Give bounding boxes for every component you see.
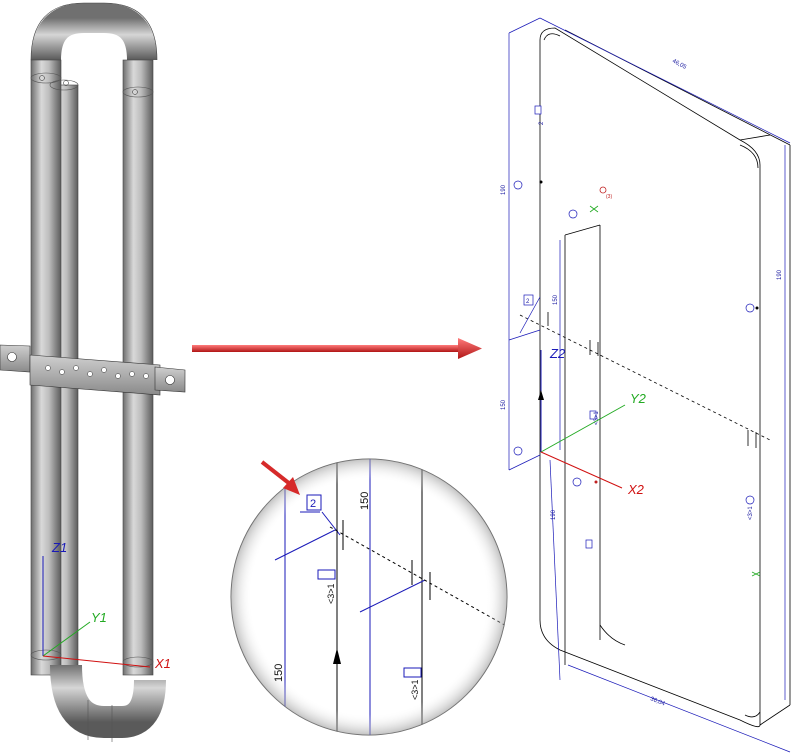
axis-y2-label: Y2 [630,391,647,406]
bracket-plate [0,344,186,396]
marker-right-2: 2 [539,121,545,125]
zoom-tag-a: <3>1 [326,583,336,604]
axes-left: Z1 Y1 X1 [42,540,171,671]
reference-points: (3) [539,180,761,577]
zoom-marker-label: 2 [310,498,316,510]
marker-right-3: <3>1 [594,411,600,425]
wireframe-drawing [519,27,791,728]
axis-z2-label: Z2 [549,346,566,361]
zoom-tag-b: <3>1 [410,679,420,700]
dim-left-upper: 190 [501,184,507,195]
dim-right-side: 190 [777,269,783,280]
axis-y1-label: Y1 [91,610,107,625]
dim-bottom-width: 36,04 [649,696,666,707]
tube-bottom-bend [50,664,166,738]
axis-z1-label: Z1 [51,540,67,555]
axis-x2-label: X2 [627,482,645,497]
tube-model-3d: Z1 Y1 X1 [0,2,186,742]
dim-mid-vertical: 150 [553,294,559,305]
dim-inner-lower: 190 [551,509,557,520]
zoom-dim-top: 150 [359,492,371,510]
zoom-pointer-arrow [260,460,300,495]
dimension-lines [508,17,791,753]
axis-x1-label: X1 [154,656,171,671]
transition-arrow [192,338,482,359]
zoom-dim-left: 150 [273,664,285,682]
tube-labels [39,75,138,95]
marker-right-1: 2 [526,299,530,305]
svg-text:(3): (3) [606,194,612,200]
axes-right: Z2 Y2 X2 [538,346,647,497]
tube-top-bend [31,2,157,61]
dim-left-lower: 150 [501,399,507,410]
dim-top-width: 46,05 [671,58,688,71]
marker-right-4: <3>1 [748,506,754,520]
zoom-lens: 2 150 150 <3>1 <3>1 [230,458,508,736]
